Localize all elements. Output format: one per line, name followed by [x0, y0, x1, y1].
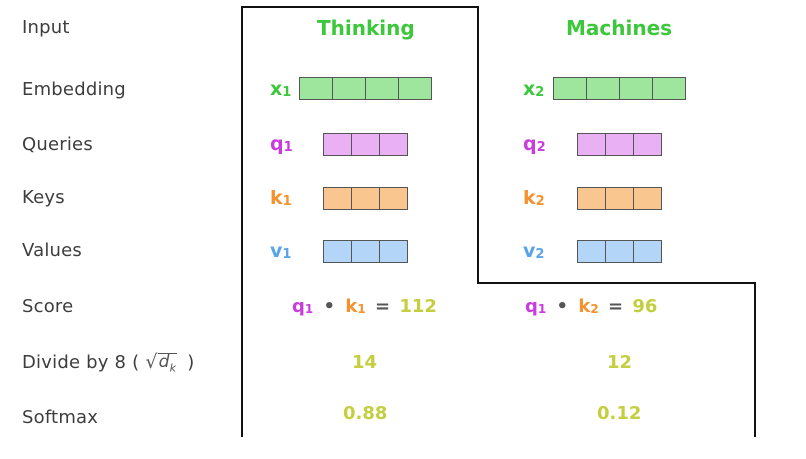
score-dot: •	[323, 296, 336, 317]
value-vector-v1	[323, 240, 408, 263]
query-vector-q2	[577, 133, 662, 156]
score-q: q1	[292, 296, 314, 317]
embedding-cell	[299, 77, 333, 100]
value-cell	[351, 240, 380, 263]
divided-machines: 12	[607, 352, 633, 373]
row-label-embedding: Embedding	[22, 79, 126, 100]
vector-label-v1: v1	[270, 240, 292, 262]
score-value: 96	[632, 296, 658, 317]
row-label-queries: Queries	[22, 134, 93, 155]
value-vector-v2	[577, 240, 662, 263]
sqrt-d: d	[158, 352, 170, 372]
query-vector-q1	[323, 133, 408, 156]
row-label-keys: Keys	[22, 187, 65, 208]
embedding-vector-x1	[299, 77, 432, 100]
vector-label-v2: v2	[523, 240, 545, 262]
query-cell	[323, 133, 352, 156]
query-cell	[577, 133, 606, 156]
row-label-input: Input	[22, 17, 70, 38]
value-cell	[605, 240, 634, 263]
softmax-machines: 0.12	[597, 403, 642, 424]
key-cell	[577, 187, 606, 210]
query-cell	[605, 133, 634, 156]
score-machines: q1 • k2 = 96	[525, 298, 657, 316]
divide-suffix: )	[187, 352, 195, 374]
embedding-cell	[553, 77, 587, 100]
divided-thinking: 14	[352, 352, 378, 373]
embedding-cell	[619, 77, 653, 100]
vector-label-x1: x1	[270, 78, 292, 100]
vector-label-k1: k1	[270, 187, 292, 209]
embedding-cell	[332, 77, 366, 100]
row-label-score: Score	[22, 296, 74, 317]
softmax-thinking: 0.88	[343, 403, 388, 424]
value-cell	[323, 240, 352, 263]
query-cell	[351, 133, 380, 156]
value-cell	[379, 240, 408, 263]
sqrt-symbol: √	[145, 351, 158, 373]
query-cell	[379, 133, 408, 156]
word-thinking: Thinking	[317, 16, 415, 40]
embedding-cell	[398, 77, 432, 100]
divide-prefix: Divide by 8 (	[22, 352, 140, 374]
score-value: 112	[399, 296, 437, 317]
score-equals: =	[607, 296, 624, 317]
score-k: k1	[345, 296, 366, 317]
score-k: k2	[578, 296, 599, 317]
row-label-values: Values	[22, 240, 83, 261]
embedding-cell	[586, 77, 620, 100]
value-cell	[577, 240, 606, 263]
vector-label-x2: x2	[523, 78, 545, 100]
key-cell	[605, 187, 634, 210]
sqrt-dk: √ dk	[145, 351, 178, 375]
score-equals: =	[374, 296, 391, 317]
row-label-divide: Divide by 8 ( √ dk )	[22, 351, 195, 375]
score-thinking: q1 • k1 = 112	[292, 298, 437, 316]
embedding-vector-x2	[553, 77, 686, 100]
row-label-softmax: Softmax	[22, 407, 99, 428]
score-dot: •	[556, 296, 569, 317]
outline-path	[241, 6, 756, 437]
word-machines: Machines	[566, 16, 673, 40]
sqrt-k: k	[169, 361, 177, 375]
key-cell	[379, 187, 408, 210]
key-cell	[323, 187, 352, 210]
key-vector-k2	[577, 187, 662, 210]
embedding-cell	[652, 77, 686, 100]
embedding-cell	[365, 77, 399, 100]
score-q: q1	[525, 296, 547, 317]
query-cell	[633, 133, 662, 156]
key-cell	[351, 187, 380, 210]
vector-label-q1: q1	[270, 133, 293, 155]
key-cell	[633, 187, 662, 210]
vector-label-k2: k2	[523, 187, 545, 209]
vector-label-q2: q2	[523, 133, 546, 155]
value-cell	[633, 240, 662, 263]
key-vector-k1	[323, 187, 408, 210]
sqrt-radicand: dk	[157, 352, 178, 375]
